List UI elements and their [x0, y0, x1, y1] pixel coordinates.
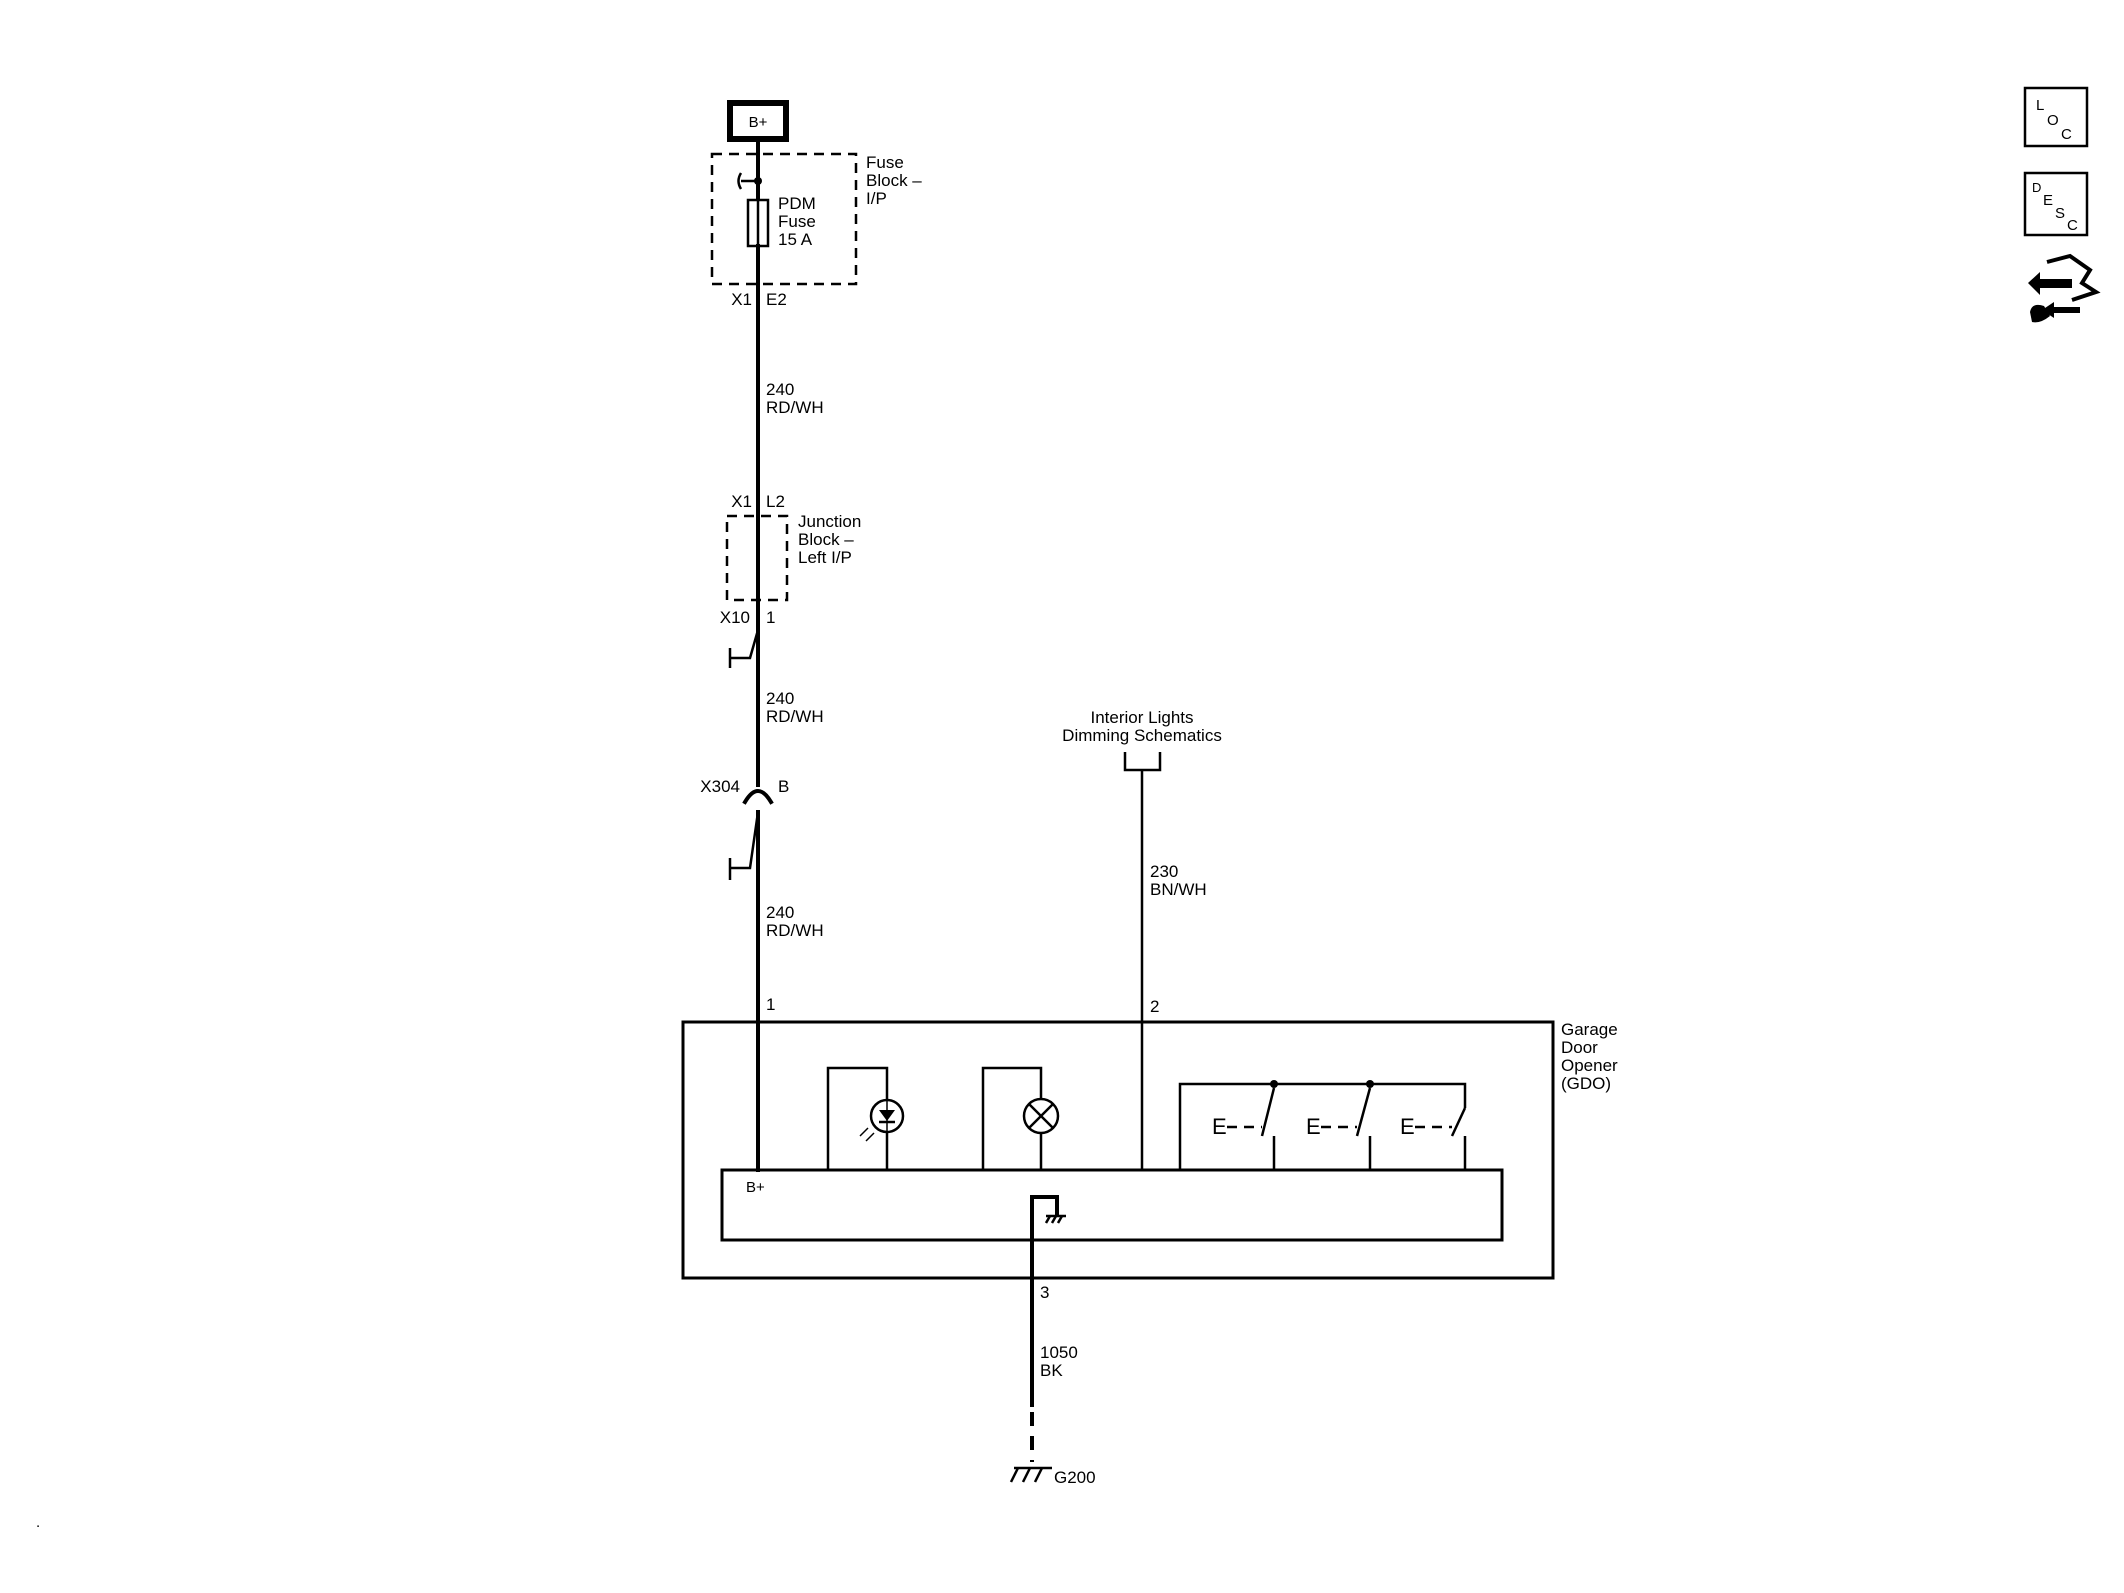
- gdo-pin-1: 1: [766, 995, 775, 1014]
- wire5-color: BK: [1040, 1361, 1063, 1380]
- wire1-circuit: 240: [766, 380, 794, 399]
- interior-lights-reference: Interior Lights Dimming Schematics: [1062, 708, 1222, 1170]
- wire2-color: RD/WH: [766, 707, 824, 726]
- svg-text:L: L: [2036, 97, 2044, 114]
- power-source-label: B+: [749, 114, 768, 131]
- svg-text:O: O: [2047, 112, 2059, 129]
- corner-mark: .: [36, 1514, 40, 1531]
- wire4-circuit: 230: [1150, 862, 1178, 881]
- power-source: B+: [727, 100, 789, 142]
- led-icon: [826, 1066, 905, 1170]
- junction-pin-top: L2: [766, 492, 785, 511]
- svg-text:D: D: [2032, 180, 2041, 195]
- fuse-block-connector: X1: [731, 290, 752, 309]
- wire-240-segment-2: [728, 598, 760, 787]
- reference-line1: Interior Lights: [1091, 708, 1194, 727]
- svg-text:E: E: [1306, 1114, 1321, 1139]
- fuse-name-line2: Fuse: [778, 212, 816, 231]
- fuse-block: PDM Fuse 15 A Fuse Block – I/P X1 E2: [710, 137, 922, 309]
- switch-bank: E E E: [1178, 1080, 1467, 1170]
- fuse-block-name-line1: Fuse: [866, 153, 904, 172]
- ground-label: G200: [1054, 1468, 1096, 1487]
- gdo-name-line4: (GDO): [1561, 1074, 1611, 1093]
- reference-line2: Dimming Schematics: [1062, 726, 1222, 745]
- ground-g200-icon: [1009, 1466, 1052, 1483]
- fuse-block-name-line2: Block –: [866, 171, 922, 190]
- fuse-block-pin: E2: [766, 290, 787, 309]
- loc-icon[interactable]: L O C: [2023, 86, 2089, 148]
- junction-name-line1: Junction: [798, 512, 861, 531]
- junction-block: X1 L2 Junction Block – Left I/P X10 1: [720, 492, 862, 627]
- gdo-name-line2: Door: [1561, 1038, 1598, 1057]
- junction-name-line2: Block –: [798, 530, 854, 549]
- switch-icon: E: [1212, 1087, 1276, 1170]
- svg-text:E: E: [1400, 1114, 1415, 1139]
- lamp-icon: [981, 1066, 1060, 1170]
- inline-connector-x304: X304 B: [700, 777, 789, 880]
- garage-door-opener: Garage Door Opener (GDO) 1 2 B+: [681, 995, 1618, 1280]
- junction-connector-top: X1: [731, 492, 752, 511]
- desc-icon[interactable]: D E S C: [2023, 171, 2089, 237]
- switch-icon: E: [1400, 1107, 1467, 1170]
- inline-connector-name: X304: [700, 777, 740, 796]
- wire2-circuit: 240: [766, 689, 794, 708]
- gdo-pin-2: 2: [1150, 997, 1159, 1016]
- wire4-color: BN/WH: [1150, 880, 1207, 899]
- svg-text:S: S: [2055, 205, 2065, 222]
- gdo-bplus-label: B+: [746, 1179, 765, 1196]
- wire3-circuit: 240: [766, 903, 794, 922]
- svg-text:C: C: [2067, 217, 2078, 234]
- junction-pin-bottom: 1: [766, 608, 775, 627]
- wire3-color: RD/WH: [766, 921, 824, 940]
- gdo-name-line1: Garage: [1561, 1020, 1618, 1039]
- inline-connector-pin: B: [778, 777, 789, 796]
- gdo-name-line3: Opener: [1561, 1056, 1618, 1075]
- junction-connector-bottom: X10: [720, 608, 750, 627]
- svg-text:E: E: [2043, 192, 2053, 209]
- fuse-block-name-line3: I/P: [866, 189, 887, 208]
- switch-icon: E: [1306, 1087, 1372, 1170]
- svg-text:E: E: [1212, 1114, 1227, 1139]
- junction-name-line3: Left I/P: [798, 548, 852, 567]
- fuse-name-line3: 15 A: [778, 230, 813, 249]
- ground-internal-icon: [1030, 1195, 1066, 1280]
- fuse-name-line1: PDM: [778, 194, 816, 213]
- wire1-color: RD/WH: [766, 398, 824, 417]
- gdo-pin-3: 3: [1040, 1283, 1049, 1302]
- connector-end-view-icon[interactable]: [2028, 253, 2101, 323]
- svg-text:C: C: [2061, 126, 2072, 143]
- wire5-circuit: 1050: [1040, 1343, 1078, 1362]
